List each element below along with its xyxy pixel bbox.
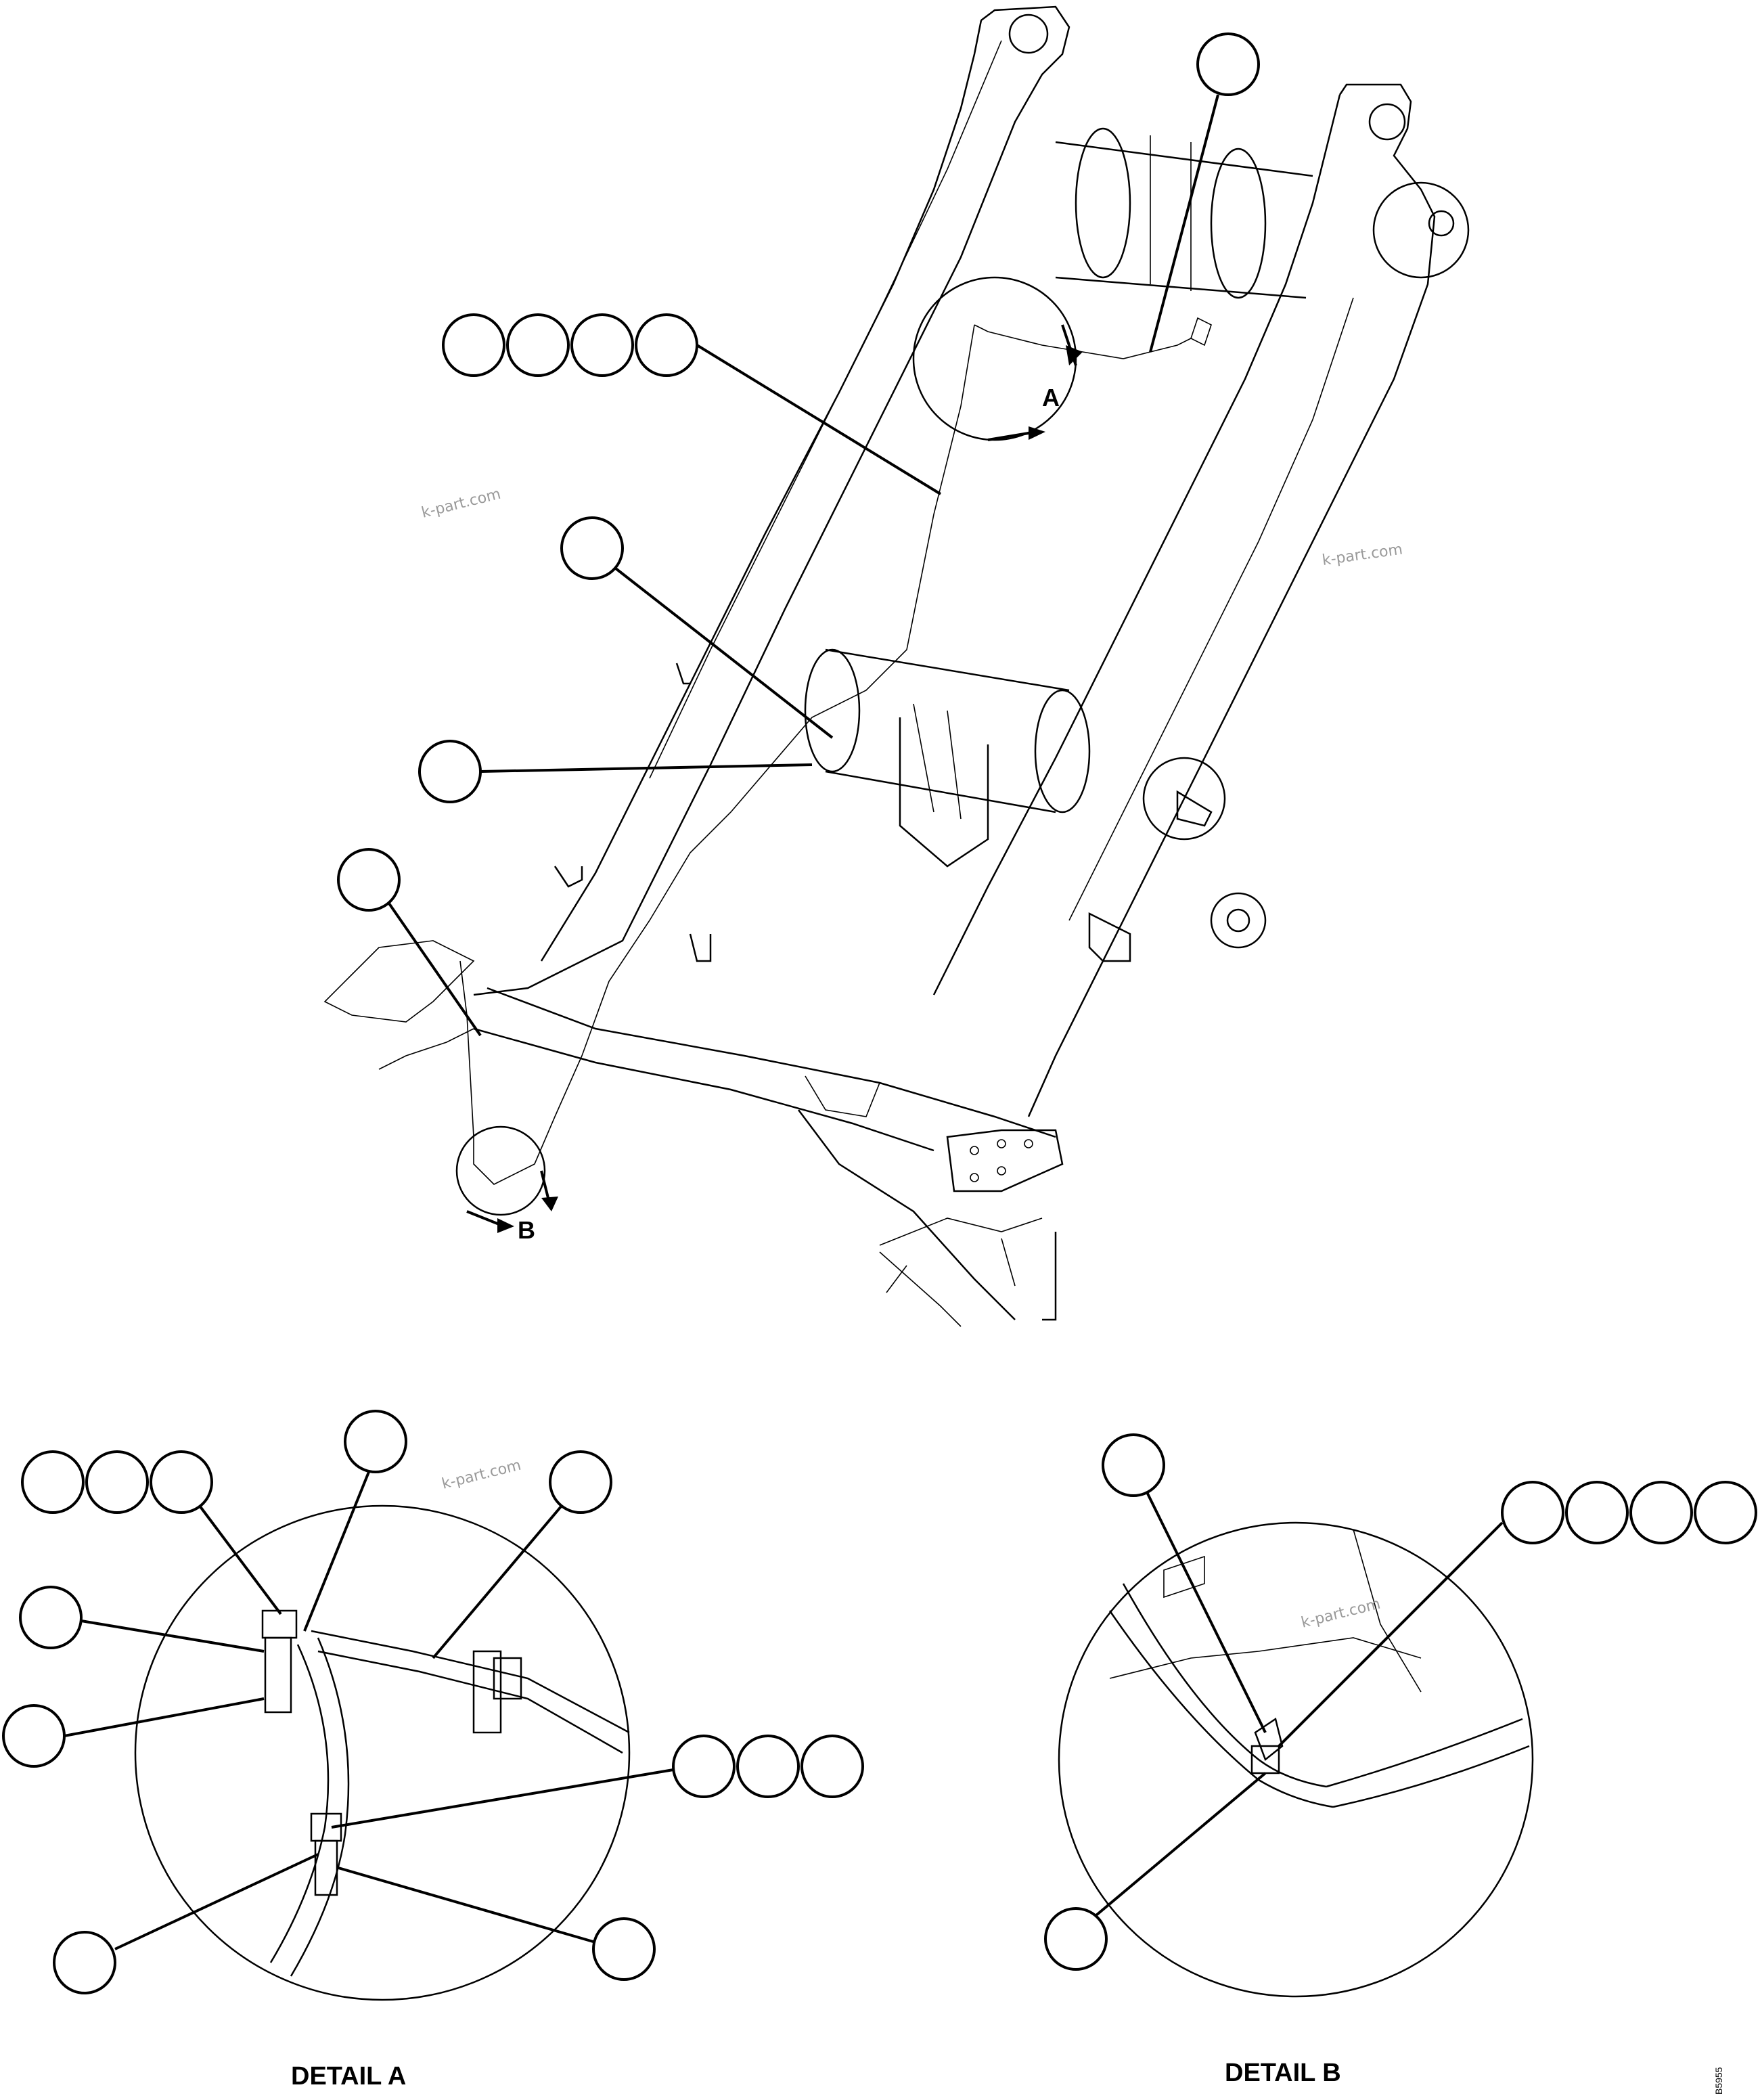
item-bubble bbox=[442, 313, 505, 377]
detail-a-view: DETAIL A bbox=[2, 1410, 864, 2091]
item-bubble bbox=[560, 516, 624, 580]
item-bubble bbox=[506, 313, 570, 377]
watermark: k-part.com bbox=[1299, 1596, 1382, 1632]
item-bubble bbox=[418, 740, 482, 803]
detail-a-title: DETAIL A bbox=[291, 2062, 406, 2091]
main-view-callouts bbox=[337, 32, 1260, 1037]
detail-a-callout-letter: A bbox=[1042, 384, 1060, 411]
drawing-id: B5955 bbox=[1713, 2067, 1724, 2095]
detail-b-title: DETAIL B bbox=[1225, 2059, 1341, 2087]
item-bubble bbox=[1196, 32, 1260, 96]
watermark: k-part.com bbox=[1321, 541, 1403, 569]
item-bubble bbox=[570, 313, 634, 377]
watermark: k-part.com bbox=[440, 1457, 522, 1493]
item-bubble bbox=[635, 313, 698, 377]
loader-frame-drawing bbox=[323, 5, 1470, 1327]
item-bubble bbox=[337, 848, 401, 912]
watermark: k-part.com bbox=[420, 486, 502, 522]
detail-a-marker: A bbox=[912, 276, 1083, 441]
detail-b-callout-letter: B bbox=[518, 1216, 535, 1244]
detail-b-marker: B bbox=[455, 1125, 558, 1244]
detail-b-view: DETAIL B bbox=[1044, 1433, 1757, 2087]
